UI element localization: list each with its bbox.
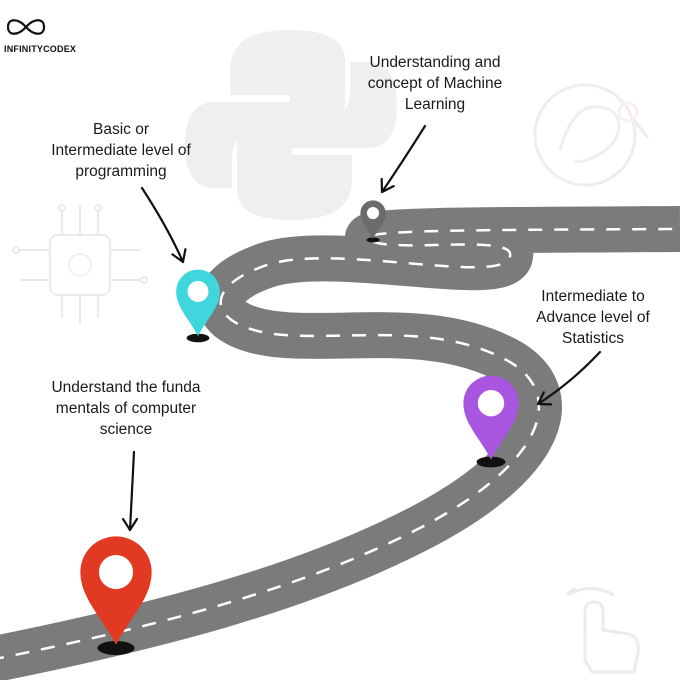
pin-dot xyxy=(187,281,209,302)
label-line: programming xyxy=(75,163,167,180)
brand-name: INFINITYCODEX xyxy=(4,44,77,54)
pin-body xyxy=(360,200,386,239)
python-logo-icon xyxy=(185,30,397,220)
pin-body xyxy=(176,269,220,337)
label-line: Understand the funda xyxy=(51,379,201,396)
pin-hole xyxy=(366,237,380,243)
pin-hole xyxy=(186,333,210,343)
label-line: science xyxy=(99,421,153,438)
label-line: Learning xyxy=(404,96,466,113)
pin-hole xyxy=(476,456,506,468)
arrow-to-purple-pin xyxy=(536,350,602,406)
label-line: concept of Machine xyxy=(367,75,503,92)
arrow-head xyxy=(121,517,139,532)
label-machine-learning: Understanding and concept of Machine Lea… xyxy=(325,52,545,115)
pin-body xyxy=(80,536,152,645)
pin-body xyxy=(463,375,519,460)
label-line: Intermediate level of xyxy=(51,142,191,159)
circuit-chip-icon xyxy=(12,204,148,325)
pin-dot xyxy=(98,555,134,590)
swipe-hand-icon xyxy=(566,586,640,674)
label-line: Understanding and xyxy=(369,54,501,71)
arrow-to-red-pin xyxy=(121,450,139,532)
pin-gray-icon xyxy=(360,200,386,243)
label-statistics: Intermediate to Advance level of Statist… xyxy=(510,286,676,349)
label-programming: Basic or Intermediate level of programmi… xyxy=(12,119,230,182)
label-line: Advance level of xyxy=(536,309,650,326)
pin-dot xyxy=(477,390,505,417)
arrow-shaft xyxy=(128,450,136,532)
infinity-icon xyxy=(6,19,46,35)
arrow-shaft xyxy=(536,350,602,406)
pin-purple-icon xyxy=(463,375,519,468)
milestone-markers xyxy=(80,124,602,655)
pin-hole xyxy=(97,641,135,655)
pin-cyan-icon xyxy=(176,269,220,343)
label-line: mentals of computer xyxy=(55,400,197,417)
arrow-head xyxy=(536,391,553,406)
arrow-to-cyan-pin xyxy=(140,186,187,264)
arrow-head xyxy=(171,248,187,264)
arrow-shaft xyxy=(140,186,185,264)
arrow-shaft xyxy=(380,124,427,194)
label-line: Basic or xyxy=(93,121,149,138)
arrow-to-gray-pin xyxy=(380,124,427,194)
pin-red-icon xyxy=(80,536,152,655)
arrow-head xyxy=(380,177,395,194)
label-line: Intermediate to xyxy=(541,288,645,305)
brain-scientist-icon xyxy=(533,83,650,187)
pin-dot xyxy=(366,207,380,220)
label-line: Statistics xyxy=(561,330,624,347)
label-computer-science: Understand the funda mentals of computer… xyxy=(0,377,252,440)
